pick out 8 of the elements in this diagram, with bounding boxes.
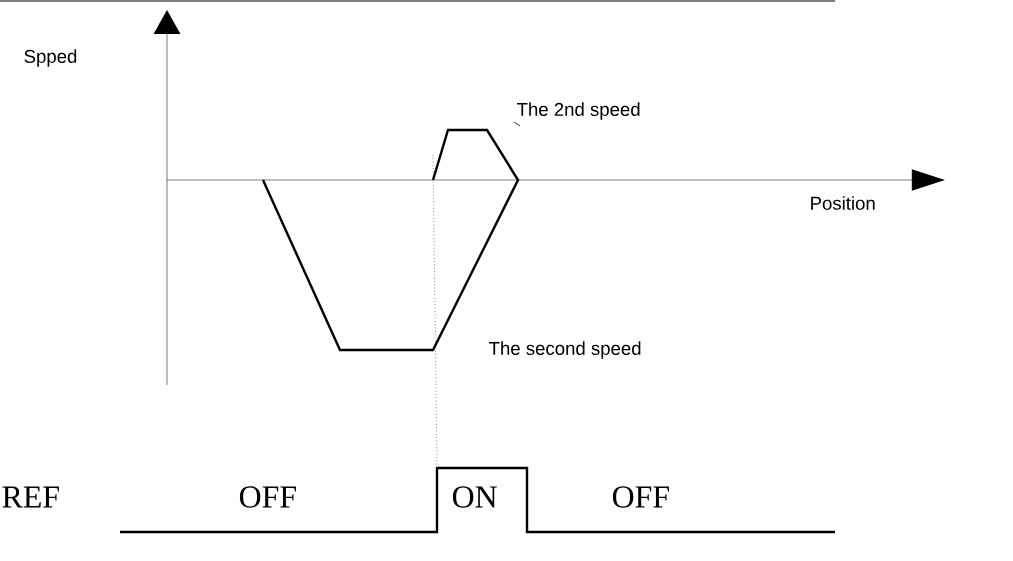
state-label: ON — [452, 486, 497, 508]
speed-label: The second speed — [489, 341, 641, 359]
state-label: OFF — [612, 486, 669, 508]
axis-label: Spped — [24, 49, 77, 67]
state-label: OFF — [239, 486, 296, 508]
signal-label: REF — [2, 486, 59, 508]
speed-label: The 2nd speed — [517, 102, 640, 120]
axis-label: Position — [811, 196, 875, 210]
